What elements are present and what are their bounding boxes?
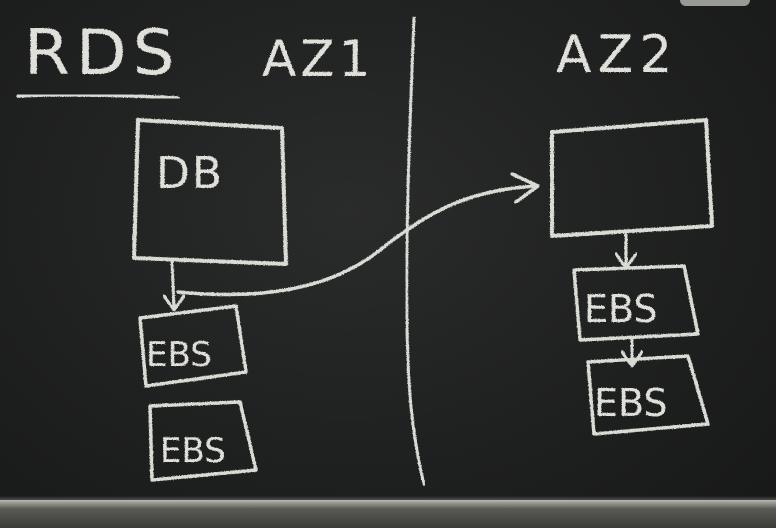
ebs-az2-arrow <box>620 338 644 368</box>
title-rds: RDS <box>24 17 181 90</box>
ebs-box-az2-primary <box>572 264 700 342</box>
az2-label: AZ2 <box>556 25 678 85</box>
ebs-box-az1-copy <box>148 400 258 482</box>
ebs-label-az1-copy: EBS <box>160 431 226 471</box>
ebs-label-az1-primary: EBS <box>146 335 212 375</box>
ebs-box-az2-copy <box>586 354 710 436</box>
az1-label: AZ1 <box>262 30 374 88</box>
db-box <box>132 118 288 266</box>
db-label: DB <box>156 148 224 199</box>
standby-db-box <box>550 118 714 238</box>
title-underline <box>16 93 180 100</box>
replication-arrow <box>176 184 538 297</box>
ebs-box-az1-primary <box>138 304 248 388</box>
standby-to-ebs-arrow <box>614 232 638 270</box>
replication-arrowhead <box>510 172 540 204</box>
ebs-label-az2-primary: EBS <box>584 287 658 331</box>
db-to-ebs-arrow <box>162 260 186 312</box>
ebs-label-az2-copy: EBS <box>594 381 668 425</box>
az-divider <box>405 16 426 486</box>
chalk-ledge <box>0 500 776 528</box>
board-frame-glint <box>680 0 750 6</box>
